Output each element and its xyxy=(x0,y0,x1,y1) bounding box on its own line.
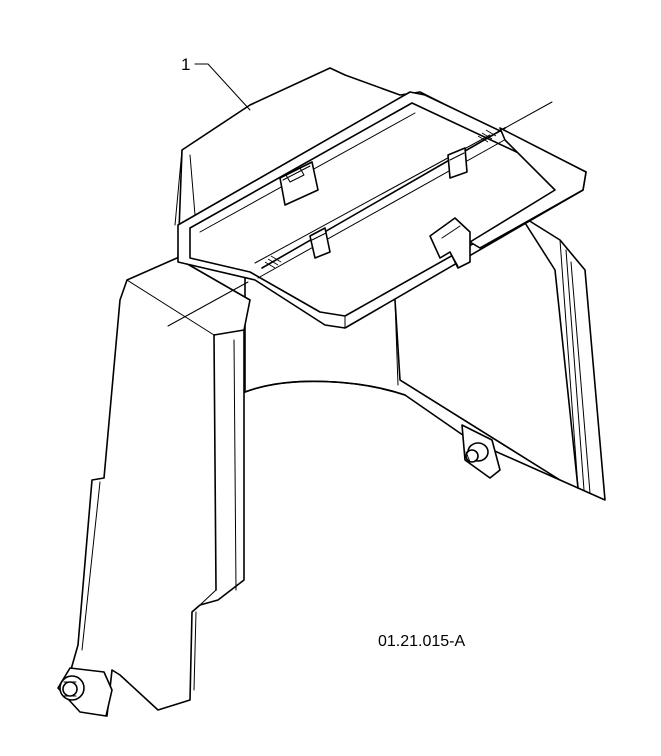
callout-1: 1 xyxy=(181,55,251,111)
center-axis-line xyxy=(167,101,553,327)
rear-panel xyxy=(519,214,606,501)
callout-number: 1 xyxy=(181,55,190,74)
mounting-stud xyxy=(461,424,501,479)
housing-left-leg xyxy=(67,257,251,717)
tray-clip-middle xyxy=(309,227,331,259)
tray-clip-left xyxy=(279,161,319,206)
hinge-knuckles xyxy=(264,129,497,269)
tray-clip-right-upper xyxy=(447,147,468,179)
tray-clip-right-lower xyxy=(429,217,471,269)
figure-code: 01.21.015-A xyxy=(378,633,466,650)
mounting-boss xyxy=(57,667,113,717)
tray xyxy=(177,91,587,329)
